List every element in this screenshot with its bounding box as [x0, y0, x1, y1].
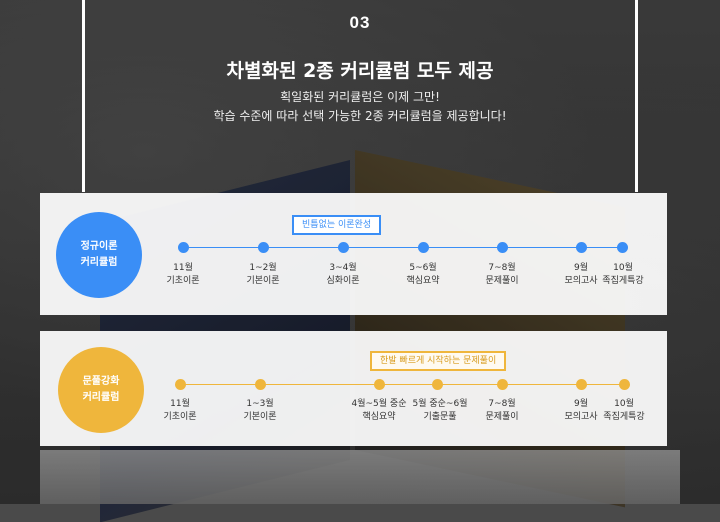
step-month: 1~3월 [246, 399, 274, 409]
step-month: 10월 [613, 263, 633, 273]
step-month: 11월 [173, 263, 193, 273]
timeline-step: 3~4월 심화이론 [303, 262, 383, 288]
frame-line-right [635, 0, 638, 192]
timeline-step: 11월 기초이론 [140, 398, 220, 424]
timeline-step: 10월 족집게특강 [583, 262, 663, 288]
timeline-step: 9월 모의고사 [541, 262, 621, 288]
timeline-step: 1~3월 기본이론 [220, 398, 300, 424]
timeline-line [181, 384, 625, 385]
subtitle-line-1: 획일화된 커리큘럼은 이제 그만! [280, 90, 440, 104]
step-name: 모의고사 [564, 412, 598, 422]
timeline-dot [497, 242, 508, 253]
step-month: 10월 [614, 399, 634, 409]
timeline-step: 5~6월 핵심요약 [383, 262, 463, 288]
step-month: 9월 [573, 263, 588, 273]
background-monitor-stand [40, 450, 680, 504]
step-name: 기본이론 [243, 412, 277, 422]
step-month: 3~4월 [329, 263, 357, 273]
timeline-dot [418, 242, 429, 253]
step-month: 1~2월 [249, 263, 277, 273]
timeline-step: 1~2월 기본이론 [223, 262, 303, 288]
curriculum-panel-basic: 정규이론 커리큘럼 빈틈없는 이론완성 11월 기초이론 1~2월 기본이론 3… [40, 193, 667, 315]
step-name: 기본이론 [246, 276, 280, 286]
callout-label: 한발 빠르게 시작하는 문제풀이 [370, 351, 507, 371]
timeline-dot [338, 242, 349, 253]
timeline-step: 7~8월 문제풀이 [462, 398, 542, 424]
timeline-step: 11월 기초이론 [143, 262, 223, 288]
timeline-step: 10월 족집게특강 [584, 398, 664, 424]
curriculum-badge-line1: 문풀강화 [82, 376, 120, 387]
step-number: 03 [349, 13, 371, 32]
timeline-line [184, 247, 624, 248]
curriculum-badge-line2: 커리큘럼 [82, 392, 120, 403]
step-name: 족집게특강 [603, 412, 645, 422]
timeline-step: 9월 모의고사 [541, 398, 621, 424]
step-month: 4월~5월 중순 [351, 399, 407, 409]
curriculum-badge-line2: 커리큘럼 [80, 257, 118, 268]
timeline-dot [374, 379, 385, 390]
timeline-dot [255, 379, 266, 390]
step-month: 11월 [170, 399, 190, 409]
curriculum-badge-basic: 정규이론 커리큘럼 [56, 212, 142, 298]
step-name: 문제풀이 [485, 276, 519, 286]
step-name: 핵심요약 [362, 412, 396, 422]
step-name: 기초이론 [163, 412, 197, 422]
timeline-dot [178, 242, 189, 253]
curriculum-badge-problem: 문풀강화 커리큘럼 [58, 347, 144, 433]
step-month: 5~6월 [409, 263, 437, 273]
timeline-dot [258, 242, 269, 253]
step-month: 7~8월 [488, 399, 516, 409]
step-name: 모의고사 [564, 276, 598, 286]
timeline-dot [619, 379, 630, 390]
step-name: 족집게특강 [602, 276, 644, 286]
step-month: 7~8월 [488, 263, 516, 273]
timeline-dot [432, 379, 443, 390]
curriculum-panel-problem: 문풀강화 커리큘럼 한발 빠르게 시작하는 문제풀이 11월 기초이론 1~3월… [40, 331, 667, 446]
timeline-dot [497, 379, 508, 390]
step-name: 기초이론 [166, 276, 200, 286]
step-month: 9월 [573, 399, 588, 409]
timeline-dot [576, 379, 587, 390]
timeline-step: 5월 중순~6월 기출문풀 [400, 398, 480, 424]
timeline-step: 4월~5월 중순 핵심요약 [339, 398, 419, 424]
timeline-dot [617, 242, 628, 253]
step-name: 문제풀이 [485, 412, 519, 422]
subtitle-line-2: 학습 수준에 따라 선택 가능한 2종 커리큘럼을 제공합니다! [213, 109, 507, 123]
step-month: 5월 중순~6월 [412, 399, 468, 409]
step-name: 심화이론 [326, 276, 360, 286]
page-title: 차별화된 2종 커리큘럼 모두 제공 [226, 60, 494, 82]
step-name: 기출문풀 [423, 412, 457, 422]
timeline-dot [175, 379, 186, 390]
timeline-step: 7~8월 문제풀이 [462, 262, 542, 288]
curriculum-badge-line1: 정규이론 [80, 241, 118, 252]
timeline-dot [576, 242, 587, 253]
frame-line-left [82, 0, 85, 192]
step-name: 핵심요약 [406, 276, 440, 286]
callout-label: 빈틈없는 이론완성 [292, 215, 382, 235]
